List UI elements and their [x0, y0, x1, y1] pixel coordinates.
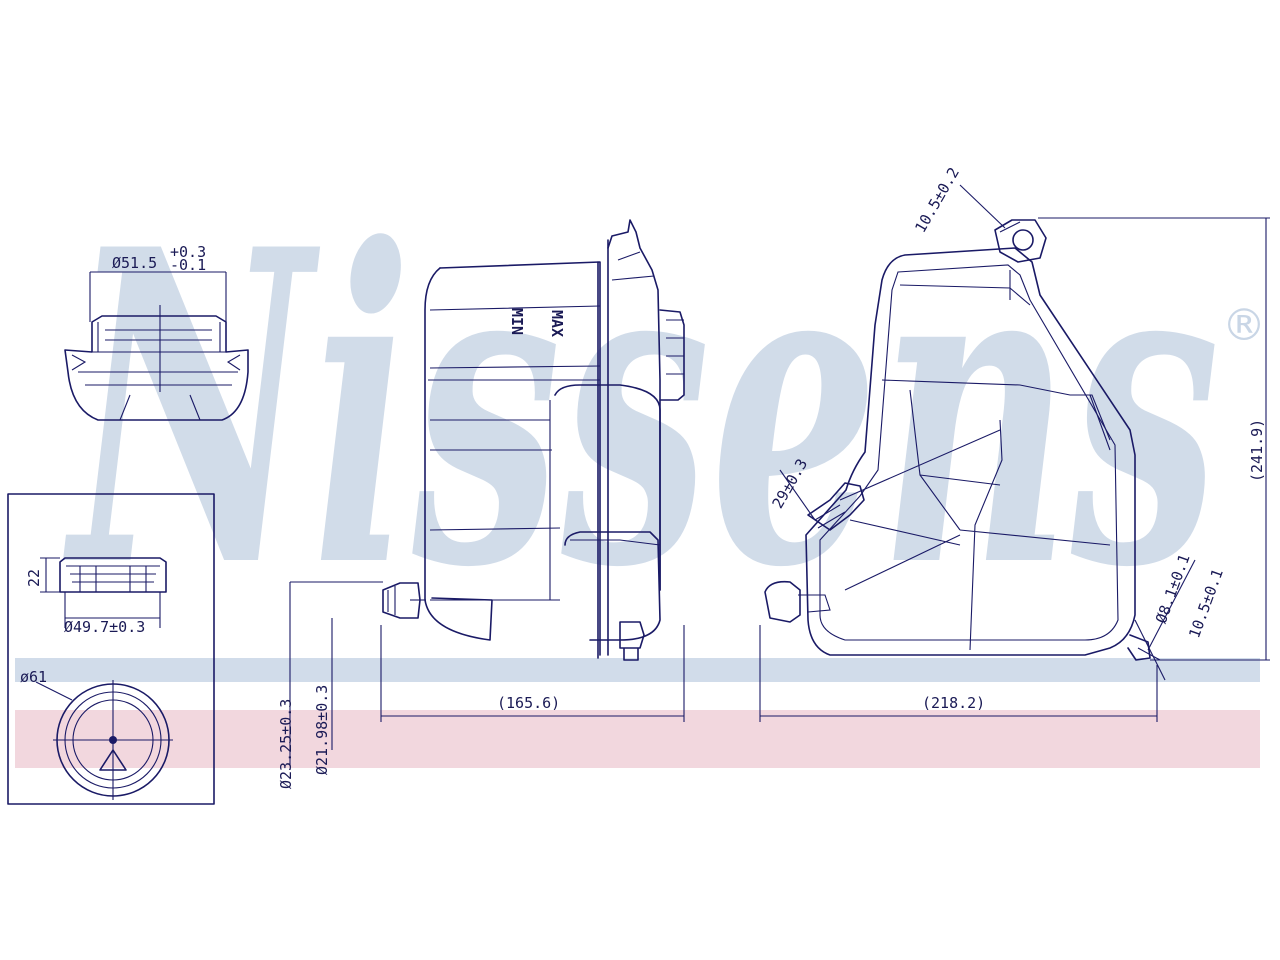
cap-top-tol-plus: +0.3: [170, 243, 206, 261]
outlet-outer-diameter: Ø23.25±0.3: [277, 699, 295, 789]
cap-top-diameter: Ø51.5: [112, 254, 157, 272]
front-width-dimension: (218.2): [922, 694, 985, 712]
side-width-dimension: (165.6): [497, 694, 560, 712]
inset-diameter-outer: ø61: [20, 668, 47, 686]
registered-mark: ®: [1222, 300, 1266, 351]
inset-height: 22: [25, 569, 43, 587]
front-height-dimension: (241.9): [1248, 419, 1266, 482]
cap-top-tol-minus: -0.1: [170, 256, 206, 274]
inset-diameter-small: Ø49.7±0.3: [64, 618, 145, 636]
watermark-logo-text: Nissens: [62, 157, 1220, 662]
side-max-label: MAX: [548, 310, 566, 337]
outlet-inner-diameter: Ø21.98±0.3: [313, 685, 331, 775]
watermark: Nissens ®: [15, 157, 1266, 768]
inset-detail: 22 Ø49.7±0.3 ø61: [7, 493, 215, 805]
cap-detail-drawing: Ø51.5 +0.3 -0.1: [64, 243, 249, 421]
side-min-label: MIN: [508, 308, 526, 335]
side-view-drawing: MAX MIN (165.6) Ø23.25±0.3 Ø21.98±0.3: [277, 219, 685, 789]
